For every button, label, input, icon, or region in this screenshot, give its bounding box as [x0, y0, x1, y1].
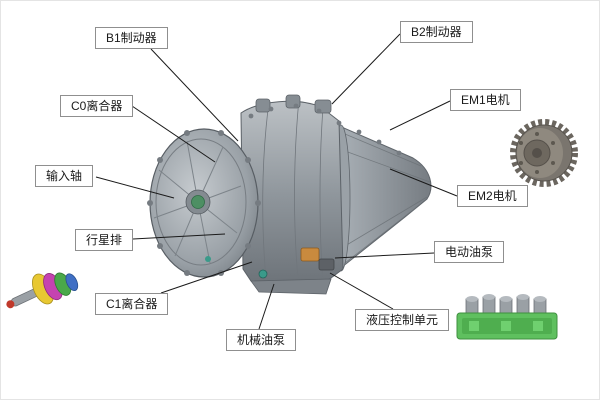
input-shaft-photo	[6, 272, 79, 309]
label-hydraulic-control-unit: 液压控制单元	[355, 309, 450, 331]
em-motor-photo	[510, 119, 578, 187]
label-c0-clutch: C0离合器	[60, 95, 134, 117]
transmission-render	[147, 94, 432, 295]
hydraulic-unit-photo	[456, 294, 558, 340]
label-em1-motor: EM1电机	[450, 89, 521, 111]
label-b2-brake: B2制动器	[400, 21, 473, 43]
leader-lines	[95, 33, 458, 330]
label-planetary-row: 行星排	[75, 229, 134, 251]
label-electric-oil-pump: 电动油泵	[434, 241, 505, 263]
label-em2-motor: EM2电机	[457, 185, 528, 207]
label-b1-brake: B1制动器	[95, 27, 168, 49]
label-c1-clutch: C1离合器	[95, 293, 169, 315]
label-input-shaft: 输入轴	[35, 165, 94, 187]
label-mechanical-oil-pump: 机械油泵	[226, 329, 297, 351]
